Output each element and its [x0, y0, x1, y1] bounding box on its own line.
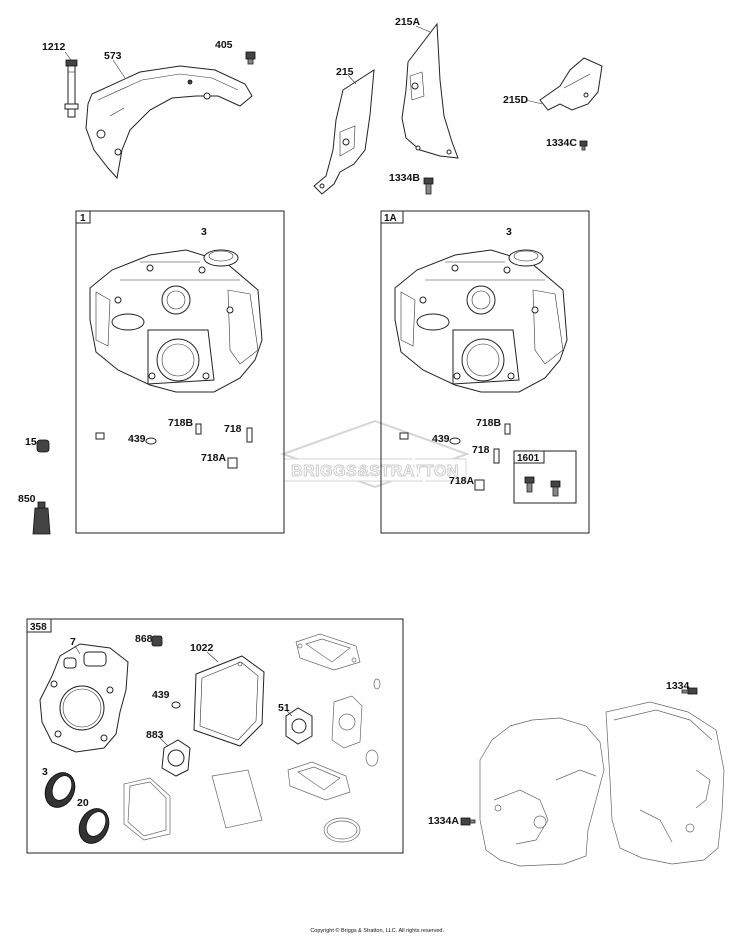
part-engine-shroud[interactable] [605, 701, 725, 865]
part-1334a-screw[interactable] [460, 817, 476, 826]
label-718A-left: 718A [201, 452, 227, 464]
part-round-gasket[interactable] [323, 817, 361, 843]
label-215A: 215A [395, 16, 421, 28]
kit-box-1601: 1601 [513, 450, 577, 504]
label-215D: 215D [503, 94, 529, 106]
part-1334-screw[interactable] [681, 687, 698, 695]
part-215a-air-guide[interactable] [401, 22, 459, 159]
box-1601-label: 1601 [517, 453, 540, 464]
part-573-backplate[interactable] [85, 65, 253, 180]
part-883-gasket[interactable] [161, 739, 191, 777]
gasket-kit-box-358: 358 [26, 618, 404, 854]
label-1022: 1022 [190, 642, 214, 654]
part-3-oil-seal-kit[interactable] [40, 768, 81, 812]
label-1334C: 1334C [546, 137, 577, 149]
label-20: 20 [77, 797, 89, 809]
part-718b-pin-left[interactable] [195, 423, 202, 435]
part-exhaust-gasket-lower[interactable] [287, 761, 351, 801]
dipstick-tube-right[interactable] [399, 432, 465, 521]
part-850-sealant-tube[interactable] [32, 501, 51, 535]
assembly-box-1a: 1A [380, 210, 590, 534]
part-1022-valve-cover-gasket[interactable] [193, 655, 265, 747]
watermark-text: BRIGGS&STRATTON [291, 463, 459, 480]
part-small-oring-b[interactable] [365, 749, 379, 767]
part-15-plug[interactable] [36, 439, 50, 453]
label-850: 850 [18, 493, 36, 505]
part-439-washer-left[interactable] [145, 437, 157, 445]
part-1212-stud[interactable] [64, 59, 79, 118]
label-439-kit: 439 [152, 689, 170, 701]
assembly-box-1: 1 [75, 210, 285, 534]
part-868-valve-seal[interactable] [151, 635, 163, 647]
part-small-oring-a[interactable] [373, 678, 381, 690]
label-718-left: 718 [224, 423, 242, 435]
label-3-kit: 3 [42, 766, 48, 778]
part-439-washer-kit[interactable] [171, 701, 181, 709]
part-1334c-screw[interactable] [579, 140, 588, 151]
dipstick-tube-left[interactable] [95, 432, 161, 521]
label-405: 405 [215, 39, 233, 51]
label-3-left: 3 [201, 226, 207, 238]
part-718-pin-left[interactable] [246, 427, 253, 443]
part-gasket-spacer[interactable] [331, 695, 363, 749]
part-215d-bracket[interactable] [539, 57, 603, 111]
label-883: 883 [146, 729, 164, 741]
label-7: 7 [70, 636, 76, 648]
label-718B-right: 718B [476, 417, 502, 429]
part-intake-gasket-51[interactable] [285, 707, 313, 745]
part-exhaust-gasket-upper[interactable] [295, 633, 361, 671]
part-7-head-gasket[interactable] [39, 643, 129, 753]
label-718-right: 718 [472, 444, 490, 456]
label-1334B: 1334B [389, 172, 420, 184]
part-cylinder-assembly-left[interactable] [89, 249, 263, 393]
part-20-oil-seal[interactable] [74, 804, 115, 848]
part-1601-screws[interactable] [524, 476, 561, 497]
label-215: 215 [336, 66, 354, 78]
label-439-right: 439 [432, 433, 450, 445]
part-718-pin-right[interactable] [493, 448, 500, 464]
label-718A-right: 718A [449, 475, 475, 487]
label-868: 868 [135, 633, 153, 645]
part-718b-pin-right[interactable] [504, 423, 511, 435]
part-cylinder-assembly-right[interactable] [394, 249, 568, 393]
label-573: 573 [104, 50, 122, 62]
briggs-stratton-watermark: BRIGGS&STRATTON [280, 419, 470, 489]
box-358-label: 358 [30, 622, 47, 633]
label-1212: 1212 [42, 41, 66, 53]
part-718a-bushing-left[interactable] [227, 457, 238, 469]
box-1-label: 1 [80, 213, 86, 224]
label-1334: 1334 [666, 680, 690, 692]
label-51: 51 [278, 702, 290, 714]
label-15: 15 [25, 436, 37, 448]
part-3-oil-seal-right[interactable] [508, 249, 544, 267]
part-718a-bushing-right[interactable] [474, 479, 485, 491]
label-3-right: 3 [506, 226, 512, 238]
box-1a-label: 1A [384, 213, 397, 224]
part-cylinder-head-shroud[interactable] [479, 717, 605, 867]
part-1334b-screw[interactable] [423, 177, 434, 195]
part-breather-gasket[interactable] [123, 777, 171, 841]
part-405-screw[interactable] [245, 51, 256, 65]
copyright-notice: Copyright © Briggs & Stratton, LLC. All … [310, 927, 444, 934]
part-215-air-guide[interactable] [313, 69, 375, 195]
label-718B-left: 718B [168, 417, 194, 429]
part-3-oil-seal-left[interactable] [203, 249, 239, 267]
part-439-washer-right[interactable] [449, 437, 461, 445]
part-carb-plate-gasket[interactable] [211, 769, 263, 829]
label-1334A: 1334A [428, 815, 459, 827]
label-439-left: 439 [128, 433, 146, 445]
